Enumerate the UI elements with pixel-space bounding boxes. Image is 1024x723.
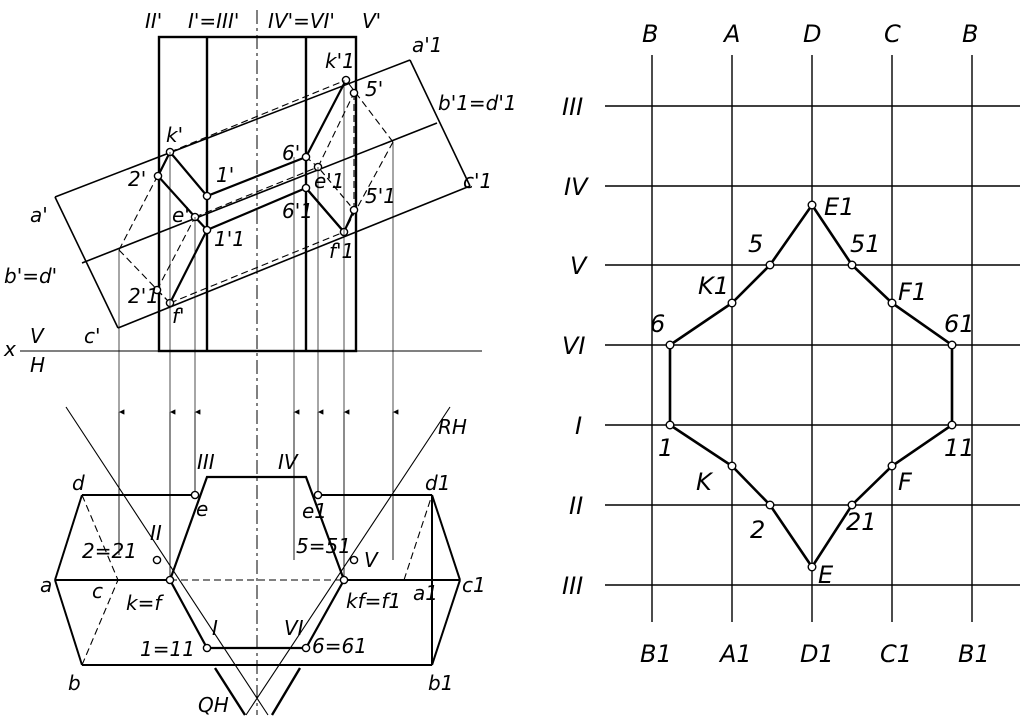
label-c-prime: c' — [84, 324, 101, 348]
label-b1: b1 — [428, 671, 453, 695]
label-5-51: 5=51 — [296, 534, 351, 558]
dev-row-7: III — [562, 572, 583, 600]
label-e1: e1 — [302, 499, 327, 523]
label-k1-f1: kf=f1 — [346, 589, 401, 613]
label-6-prime: 6' — [282, 141, 300, 165]
label-edge-iii: III — [197, 450, 215, 474]
label-a1-prime: a'1 — [412, 33, 442, 57]
label-axis-h: H — [30, 353, 45, 377]
label-5-1-prime: 5'1 — [365, 184, 396, 208]
label-k-f: k=f — [126, 591, 164, 615]
label-e-prime: e' — [172, 203, 190, 227]
hidden-lines-front — [118, 79, 394, 304]
dev-point-k1: K1 — [698, 272, 729, 300]
label-edge-ii: II — [150, 521, 162, 545]
dev-row-1: III — [562, 93, 583, 121]
label-b-d-prime: b'=d' — [4, 264, 57, 288]
dev-col-top-4: C — [884, 20, 901, 48]
label-b: b — [68, 671, 81, 695]
dev-point-f: F — [898, 468, 913, 496]
dev-point-2: 2 — [750, 516, 765, 544]
label-2-21: 2=21 — [82, 539, 137, 563]
top-view — [54, 406, 461, 716]
dev-point-11: 11 — [944, 434, 975, 462]
label-edge-i: I — [212, 616, 218, 640]
plane-qh-trace — [213, 667, 247, 716]
dev-point-e: E — [818, 561, 834, 589]
label-k-prime: k' — [166, 123, 183, 147]
dev-point-21: 21 — [846, 508, 877, 536]
dev-point-k: K — [696, 468, 714, 496]
label-plane-rh: RH — [438, 415, 467, 439]
label-b1-d1-prime: b'1=d'1 — [438, 91, 517, 115]
dev-col-top-5: B — [962, 20, 978, 48]
label-edge-vi: VI — [284, 616, 304, 640]
label-k1-prime: k'1 — [325, 49, 355, 73]
dev-point-6: 6 — [650, 310, 665, 338]
label-2-prime: 2' — [128, 167, 146, 191]
development-contour — [668, 202, 954, 570]
inclined-prism-front — [54, 59, 471, 329]
label-e: e — [196, 497, 208, 521]
development-points — [665, 200, 957, 572]
dev-point-5: 5 — [748, 230, 763, 258]
top-points — [152, 490, 359, 653]
hidden-lines-top — [81, 494, 433, 666]
dev-row-6: II — [569, 492, 583, 520]
label-plane-qh: QH — [198, 693, 229, 717]
dev-col-bottom-4: C1 — [880, 640, 912, 668]
dev-col-bottom-5: B1 — [958, 640, 990, 668]
dev-col-bottom-1: B1 — [640, 640, 672, 668]
label-edge-iv: IV — [278, 450, 299, 474]
plane-qh-left — [65, 406, 269, 716]
dev-point-51: 51 — [850, 230, 881, 258]
dev-point-61: 61 — [944, 310, 975, 338]
dev-row-5: I — [575, 412, 582, 440]
label-6-61: 6=61 — [312, 634, 367, 658]
label-edge-ii-front: II' — [145, 9, 162, 33]
inclined-prism-top — [54, 494, 461, 666]
dev-row-4: VI — [562, 332, 586, 360]
label-d: d — [72, 471, 85, 495]
label-c1-prime: c'1 — [463, 169, 492, 193]
label-1-prime: 1' — [216, 163, 234, 187]
label-c1: c1 — [462, 573, 486, 597]
label-a: a — [40, 573, 52, 597]
label-f-prime: f' — [172, 304, 185, 328]
label-edge-v: V — [364, 548, 379, 572]
dev-col-bottom-2: A1 — [718, 640, 752, 668]
plane-rh — [245, 406, 451, 716]
label-f1-prime: f'1 — [329, 239, 354, 263]
dev-row-2: IV — [564, 173, 589, 201]
label-c: c — [92, 579, 103, 603]
label-edge-v-front: V' — [362, 9, 381, 33]
label-5-prime: 5' — [365, 77, 383, 101]
label-axis-v: V — [30, 324, 45, 348]
label-1-11: 1=11 — [140, 637, 195, 661]
development-grid — [605, 55, 1020, 622]
label-a-prime: a' — [30, 203, 48, 227]
dev-row-3: V — [570, 252, 588, 280]
dev-point-1: 1 — [658, 434, 673, 462]
label-d1: d1 — [425, 471, 450, 495]
label-axis-x: x — [3, 337, 16, 361]
label-e1-prime: e'1 — [314, 169, 345, 193]
dev-col-top-1: B — [642, 20, 658, 48]
label-a1: a1 — [413, 581, 438, 605]
dev-col-top-3: D — [803, 20, 821, 48]
dev-point-e1: E1 — [824, 193, 854, 221]
dev-col-bottom-3: D1 — [800, 640, 834, 668]
label-6-1-prime: 6'1 — [282, 199, 313, 223]
label-2-1-prime: 2'1 — [128, 284, 159, 308]
front-view — [20, 10, 482, 715]
label-1-1-prime: 1'1 — [214, 227, 245, 251]
label-edge-iv-vi-front: IV'=VI' — [268, 9, 335, 33]
label-edge-i-iii-front: I'=III' — [188, 9, 239, 33]
dev-col-top-2: A — [722, 20, 740, 48]
dev-point-f1: F1 — [898, 278, 927, 306]
